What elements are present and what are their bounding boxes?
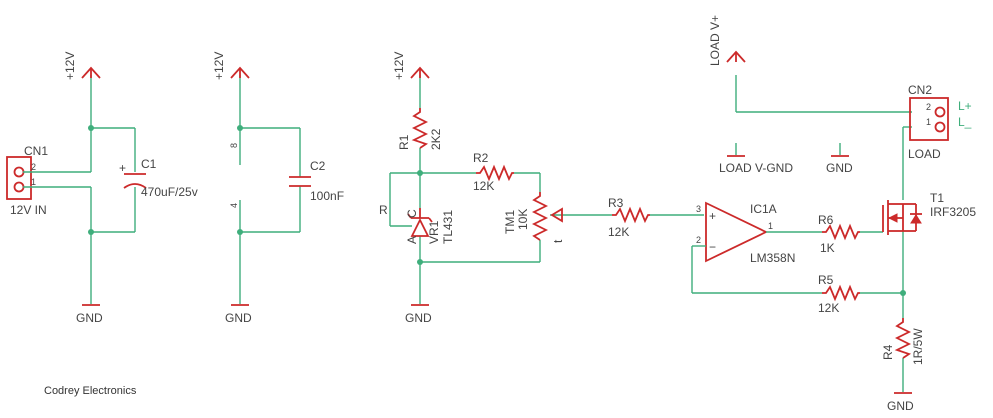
cn2-lminus: L_ (958, 115, 972, 129)
v12-label-a: +12V (63, 52, 77, 80)
r6-resistor: R6 1K (818, 213, 860, 255)
vr1-pin-c: C (405, 209, 419, 218)
output-wires (735, 75, 912, 392)
r5-value: 12K (818, 301, 839, 315)
r1-ref: R1 (397, 134, 411, 150)
load-vplus-symbol: LOAD V+ (708, 15, 746, 66)
tm1-value: 10K (516, 209, 530, 230)
v12-symbol-c: +12V (392, 52, 430, 80)
cn2-pin2: 2 (926, 102, 931, 112)
vr1-ref: VR1 (427, 220, 441, 244)
t1-ref: T1 (930, 191, 944, 205)
r6-ref: R6 (818, 213, 834, 227)
r1-resistor: R1 2K2 (397, 108, 443, 150)
c1-plus: + (119, 161, 126, 175)
t1-mosfet: T1 IRF3205 (882, 191, 976, 235)
r1-value: 2K2 (429, 128, 443, 150)
cn2-value: LOAD (908, 147, 941, 161)
tm1-ref: TM1 (503, 210, 517, 234)
gnd-label-load: GND (826, 161, 853, 175)
cn1-connector: CN1 12V IN 2 1 (6, 144, 48, 217)
gnd-symbol-out: GND (887, 392, 914, 413)
cn2-lplus: L+ (958, 99, 972, 113)
cn2-connector: CN2 LOAD 2 1 L+ L_ (908, 83, 972, 161)
r2-value: 12K (473, 179, 494, 193)
c2-capacitor: C2 100nF (289, 159, 344, 203)
vr1-pin-a: A (405, 236, 419, 244)
cn1-ref: CN1 (24, 144, 48, 158)
ic-power-section: 8 4 (229, 75, 301, 304)
ic-pin8: 8 (229, 143, 239, 148)
input-wires (23, 75, 136, 304)
vr1-pin-r: R (379, 203, 388, 217)
v12-symbol-a: +12V (63, 52, 101, 80)
c1-capacitor: + C1 470uF/25v (119, 157, 198, 199)
v12-label-c: +12V (392, 52, 406, 80)
r4-resistor: R4 1R/5W (881, 318, 925, 365)
r5-ref: R5 (818, 273, 834, 287)
r5-resistor: R5 12K (818, 273, 860, 315)
ic1a-ref: IC1A (750, 202, 777, 216)
tm1-thermistor: TM1 10K t (503, 192, 565, 243)
c1-value: 470uF/25v (141, 185, 198, 199)
t1-value: IRF3205 (930, 205, 976, 219)
r2-ref: R2 (473, 151, 489, 165)
ic1a-pin3: 3 (696, 204, 701, 214)
gnd-symbol-load: GND (826, 143, 853, 175)
r4-ref: R4 (881, 344, 895, 360)
cn2-pin1: 1 (926, 117, 931, 127)
feedback-wires (691, 231, 903, 294)
r3-ref: R3 (608, 196, 624, 210)
cn1-value: 12V IN (10, 203, 47, 217)
reference-wires (389, 75, 704, 304)
r3-value: 12K (608, 225, 629, 239)
v12-label-b: +12V (212, 52, 226, 80)
load-vgnd-label: LOAD V-GND (719, 161, 793, 175)
vr1-tl431: R C A VR1 TL431 (379, 203, 455, 244)
load-vgnd-symbol: LOAD V-GND (719, 143, 793, 175)
vr1-value: TL431 (441, 210, 455, 244)
r3-resistor: R3 12K (608, 196, 650, 239)
cn2-ref: CN2 (908, 83, 932, 97)
ic1a-opamp: + − 3 2 1 IC1A LM358N (696, 201, 795, 265)
c2-ref: C2 (310, 159, 326, 173)
ic-pin4: 4 (229, 203, 239, 208)
ic1a-value: LM358N (750, 251, 795, 265)
gnd-label-out: GND (887, 399, 914, 413)
cn1-pin1: 1 (31, 177, 36, 187)
tm1-t-marker: t (551, 239, 565, 243)
ic1a-minus: − (709, 240, 716, 254)
c2-value: 100nF (310, 189, 344, 203)
gnd-symbol-b: GND (225, 304, 252, 325)
c1-ref: C1 (141, 157, 157, 171)
gnd-symbol-c: GND (405, 304, 432, 325)
credit-text: Codrey Electronics (44, 385, 137, 397)
load-vplus-label: LOAD V+ (708, 15, 722, 66)
gnd-label-c: GND (405, 311, 432, 325)
ic1a-pin1: 1 (768, 221, 773, 231)
gnd-symbol-a: GND (76, 304, 103, 325)
gnd-label-b: GND (225, 311, 252, 325)
ic1a-plus: + (709, 209, 716, 223)
r6-value: 1K (820, 241, 835, 255)
v12-symbol-b: +12V (212, 52, 250, 80)
gnd-label-a: GND (76, 311, 103, 325)
ic1a-pin2: 2 (696, 235, 701, 245)
cn1-pin2: 2 (31, 162, 36, 172)
r2-resistor: R2 12K (473, 151, 514, 193)
r4-value: 1R/5W (911, 328, 925, 365)
